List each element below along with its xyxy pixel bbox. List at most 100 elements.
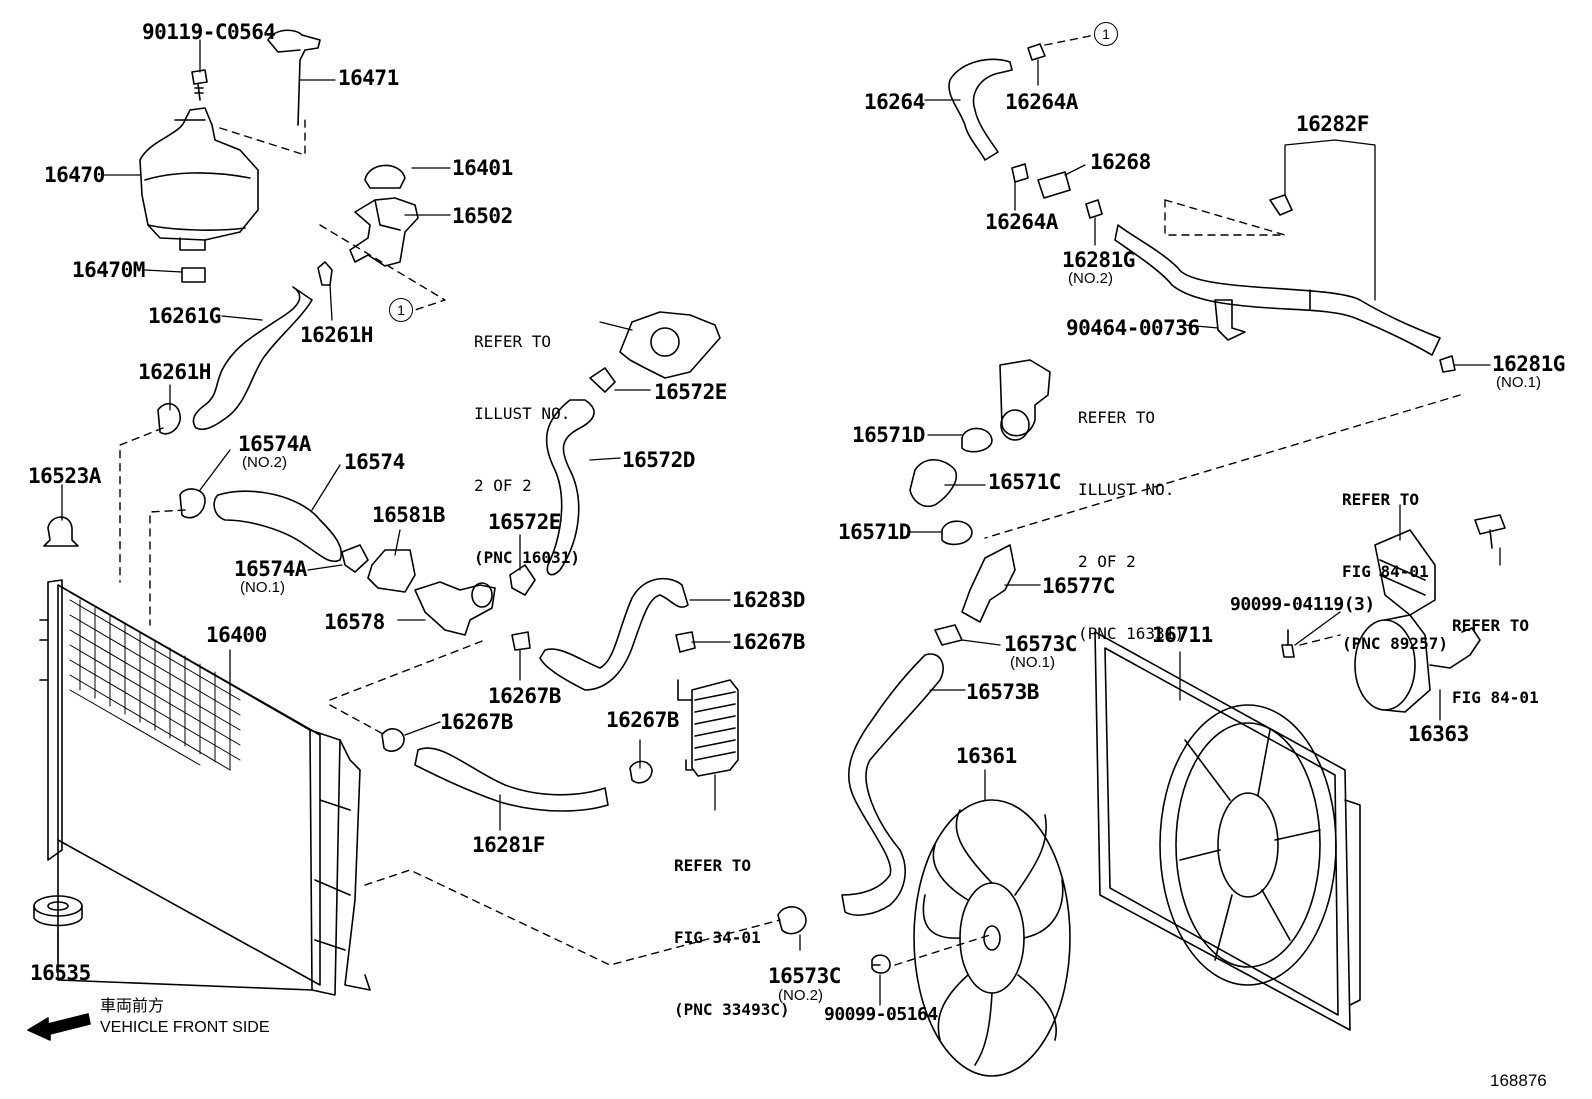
leader-lines [57, 39, 1501, 1006]
reference-note-pnc-16031[interactable]: REFER TO ILLUST NO. 2 OF 2 (PNC 16031) [474, 282, 580, 594]
thermostat-housing-16502 [349, 197, 419, 267]
part-label-16281g-no2[interactable]: 16281G [1062, 248, 1135, 272]
bolt-90119 [191, 69, 208, 101]
part-label-16573b[interactable]: 16573B [966, 680, 1039, 704]
part-label-16470[interactable]: 16470 [44, 163, 105, 187]
part-label-16268[interactable]: 16268 [1090, 150, 1151, 174]
part-label-16361[interactable]: 16361 [956, 744, 1017, 768]
part-label-90119-c0564[interactable]: 90119-C0564 [142, 20, 276, 44]
ref-line: REFER TO [1452, 616, 1530, 635]
clamp-16267b-b [511, 631, 531, 651]
nut-90099-05164 [871, 954, 891, 974]
clip-90464 [1214, 299, 1246, 341]
control-module-reference [1374, 529, 1436, 616]
part-label-16572e-lower[interactable]: 16572E [488, 510, 561, 534]
part-label-90099-05164[interactable]: 90099-05164 [824, 1004, 938, 1025]
part-label-16363[interactable]: 16363 [1408, 722, 1469, 746]
part-label-16502[interactable]: 16502 [452, 204, 513, 228]
hose-16283d [539, 577, 689, 691]
ref-line: (PNC 33493C) [674, 1000, 790, 1019]
part-sublabel-16281g-no2: (NO.2) [1068, 270, 1113, 287]
bracket-16581b [367, 549, 416, 593]
part-sublabel-16573c-no1: (NO.1) [1010, 654, 1055, 671]
part-label-16574[interactable]: 16574 [344, 450, 405, 474]
part-label-16572e-upper[interactable]: 16572E [654, 380, 727, 404]
hose-16571c [909, 459, 957, 508]
part-label-16400[interactable]: 16400 [206, 623, 267, 647]
ref-line: (PNC 16031) [474, 548, 580, 567]
ref-line: FIG 84-01 [1342, 562, 1429, 581]
part-label-16571d-lower[interactable]: 16571D [838, 520, 911, 544]
union-16268 [1037, 171, 1071, 199]
clamp-16572e-bottom [509, 564, 536, 596]
part-label-90099-04119[interactable]: 90099-04119(3) [1230, 594, 1375, 615]
hose-16261g [192, 286, 313, 431]
part-label-16261h-upper[interactable]: 16261H [300, 323, 373, 347]
part-sublabel-no1: (NO.1) [240, 579, 285, 596]
fan-motor-16363 [1354, 614, 1481, 713]
part-label-16571c[interactable]: 16571C [988, 470, 1061, 494]
ref-line: FIG 84-01 [1452, 688, 1539, 707]
part-label-16264a-lower[interactable]: 16264A [985, 210, 1058, 234]
part-label-16572d[interactable]: 16572D [622, 448, 695, 472]
clamp-16573c-no1 [934, 624, 963, 646]
hose-16282f [1114, 224, 1441, 356]
part-label-16581b[interactable]: 16581B [372, 503, 445, 527]
reference-note-pnc-16331[interactable]: REFER TO ILLUST NO. 2 OF 2 (PNC 16331) [1078, 358, 1184, 670]
part-label-16267b-left[interactable]: 16267B [440, 710, 513, 734]
part-label-16574a-no1[interactable]: 16574A [234, 557, 307, 581]
part-sublabel-16573c-no2: (NO.2) [778, 987, 823, 1004]
part-label-16523a[interactable]: 16523A [28, 464, 101, 488]
part-label-16574a-no2[interactable]: 16574A [238, 432, 311, 456]
vehicle-front-label-en: VEHICLE FRONT SIDE [100, 1019, 270, 1036]
reference-note-pnc-89257[interactable]: REFER TO FIG 84-01 (PNC 89257) [1342, 440, 1448, 680]
reference-note-pnc-33493c[interactable]: REFER TO FIG 34-01 (PNC 33493C) [674, 806, 790, 1046]
part-label-90464-00736[interactable]: 90464-00736 [1066, 316, 1200, 340]
clamp-16261h-bottom [157, 402, 181, 435]
part-label-16711[interactable]: 16711 [1152, 623, 1213, 647]
part-sublabel-no2: (NO.2) [242, 454, 287, 471]
reference-note-fig-84-01[interactable]: REFER TO FIG 84-01 [1452, 566, 1539, 734]
part-label-16571d-upper[interactable]: 16571D [852, 423, 925, 447]
part-label-16281g-no1[interactable]: 16281G [1492, 352, 1565, 376]
part-label-16573c-no2[interactable]: 16573C [768, 964, 841, 988]
clamp-16281g-no2 [1085, 199, 1103, 219]
part-label-16267b-center[interactable]: 16267B [488, 684, 561, 708]
clamp-16574a-no1 [341, 544, 369, 573]
bolt-84-01 [1474, 514, 1506, 549]
cap-16470m [181, 267, 206, 283]
vehicle-front-label-jp: 車両前方 [100, 998, 165, 1015]
part-label-16281f[interactable]: 16281F [472, 833, 545, 857]
radiator-core-mesh [69, 599, 241, 771]
part-label-16264[interactable]: 16264 [864, 90, 925, 114]
hose-16281f [414, 747, 609, 812]
part-label-16401[interactable]: 16401 [452, 156, 513, 180]
part-label-16578[interactable]: 16578 [324, 610, 385, 634]
part-label-16282f[interactable]: 16282F [1296, 112, 1369, 136]
reservoir-tank-16470 [139, 107, 259, 251]
part-label-16471[interactable]: 16471 [338, 66, 399, 90]
part-label-16577c[interactable]: 16577C [1042, 574, 1115, 598]
part-label-16261h-lower[interactable]: 16261H [138, 360, 211, 384]
ref-line: (PNC 89257) [1342, 634, 1448, 653]
part-label-16573c-no1[interactable]: 16573C [1004, 632, 1077, 656]
part-label-16470m[interactable]: 16470M [72, 258, 145, 282]
connection-marker-1-right: 1 [1094, 22, 1118, 46]
clamp-16264a-top [1027, 43, 1046, 61]
part-label-16264a-upper[interactable]: 16264A [1005, 90, 1078, 114]
clip-16282f [1269, 194, 1293, 216]
clamp-16574a-no2 [179, 488, 206, 519]
oil-cooler-reference [677, 679, 739, 777]
hose-16574 [213, 490, 342, 563]
part-label-16283d[interactable]: 16283D [732, 588, 805, 612]
part-label-16267b-lower[interactable]: 16267B [606, 708, 679, 732]
part-label-16267b-right[interactable]: 16267B [732, 630, 805, 654]
cooling-fan-16361 [913, 799, 1071, 1077]
part-label-16261g[interactable]: 16261G [148, 304, 221, 328]
ref-line: 2 OF 2 [474, 476, 532, 495]
part-sublabel-16281g-no1: (NO.1) [1496, 374, 1541, 391]
vehicle-front-arrow-icon [27, 1013, 91, 1041]
part-label-16535[interactable]: 16535 [30, 961, 91, 985]
fan-shroud-16711 [1094, 631, 1361, 1031]
